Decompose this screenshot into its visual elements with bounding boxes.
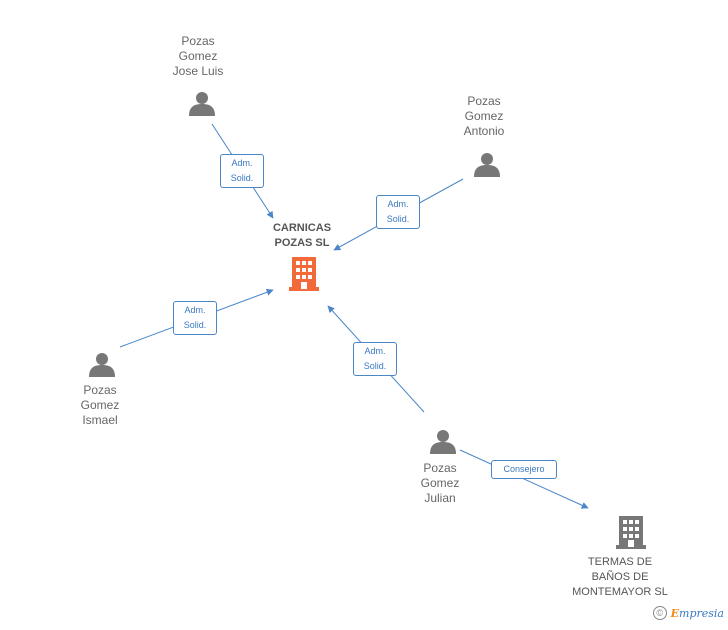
copyright-footer: © Empresia [652,606,724,620]
person-line3: Jose Luis [172,64,224,78]
edge-label-line1: Adm. [231,158,253,168]
company-line3: MONTEMAYOR SL [572,586,668,598]
person-line3: Antonio [463,124,505,138]
center-name-line1: CARNICAS [272,222,332,234]
person-icon[interactable] [189,92,215,116]
edge-label-line2: Solid. [230,173,254,183]
company-line1: TERMAS DE [587,556,653,568]
person-line1: Pozas [467,94,501,108]
brand-logo[interactable]: Empresia [671,607,724,620]
edge-consejero [459,449,589,509]
person-line2: Gomez [178,49,218,63]
person-line3: Ismael [82,413,118,427]
person-line1: Pozas [423,461,457,475]
edge-label-line1: Adm. [364,346,386,356]
person-line2: Gomez [464,109,504,123]
edge-label-role: Adm. Solid. [353,342,397,376]
person-label-jose-luis[interactable]: Pozas Gomez Jose Luis [138,34,258,79]
person-label-julian[interactable]: Pozas Gomez Julian [380,461,500,506]
brand-initial: E [670,606,680,620]
building-icon[interactable] [616,516,646,549]
edge-label-role: Adm. Solid. [376,195,420,229]
person-label-antonio[interactable]: Pozas Gomez Antonio [424,94,544,139]
person-line3: Julian [424,491,456,505]
edge-label-line1: Adm. [184,305,206,315]
person-icon[interactable] [474,153,500,177]
brand-rest: mpresia [679,606,724,620]
building-icon[interactable] [289,257,319,291]
edge-label-line1: Adm. [387,199,409,209]
edge-label-role: Adm. Solid. [173,301,217,335]
edge-label-text: Consejero [503,464,545,474]
edge-label-line2: Solid. [386,214,410,224]
person-label-ismael[interactable]: Pozas Gomez Ismael [40,383,160,428]
person-line1: Pozas [83,383,117,397]
company-label-termas[interactable]: TERMAS DE BAÑOS DE MONTEMAYOR SL [560,555,680,600]
person-line2: Gomez [420,476,460,490]
copyright-icon: © [652,606,667,620]
person-line1: Pozas [181,34,215,48]
edge-label-line2: Solid. [183,320,207,330]
edge-label-line2: Solid. [363,361,387,371]
person-icon[interactable] [89,353,115,377]
center-company-label[interactable]: CARNICAS POZAS SL [262,221,342,251]
person-line2: Gomez [80,398,120,412]
edge-label-role: Adm. Solid. [220,154,264,188]
edge-label-consejero: Consejero [491,460,557,479]
company-line2: BAÑOS DE [591,571,649,583]
person-icon[interactable] [430,430,456,454]
center-name-line2: POZAS SL [274,237,330,249]
